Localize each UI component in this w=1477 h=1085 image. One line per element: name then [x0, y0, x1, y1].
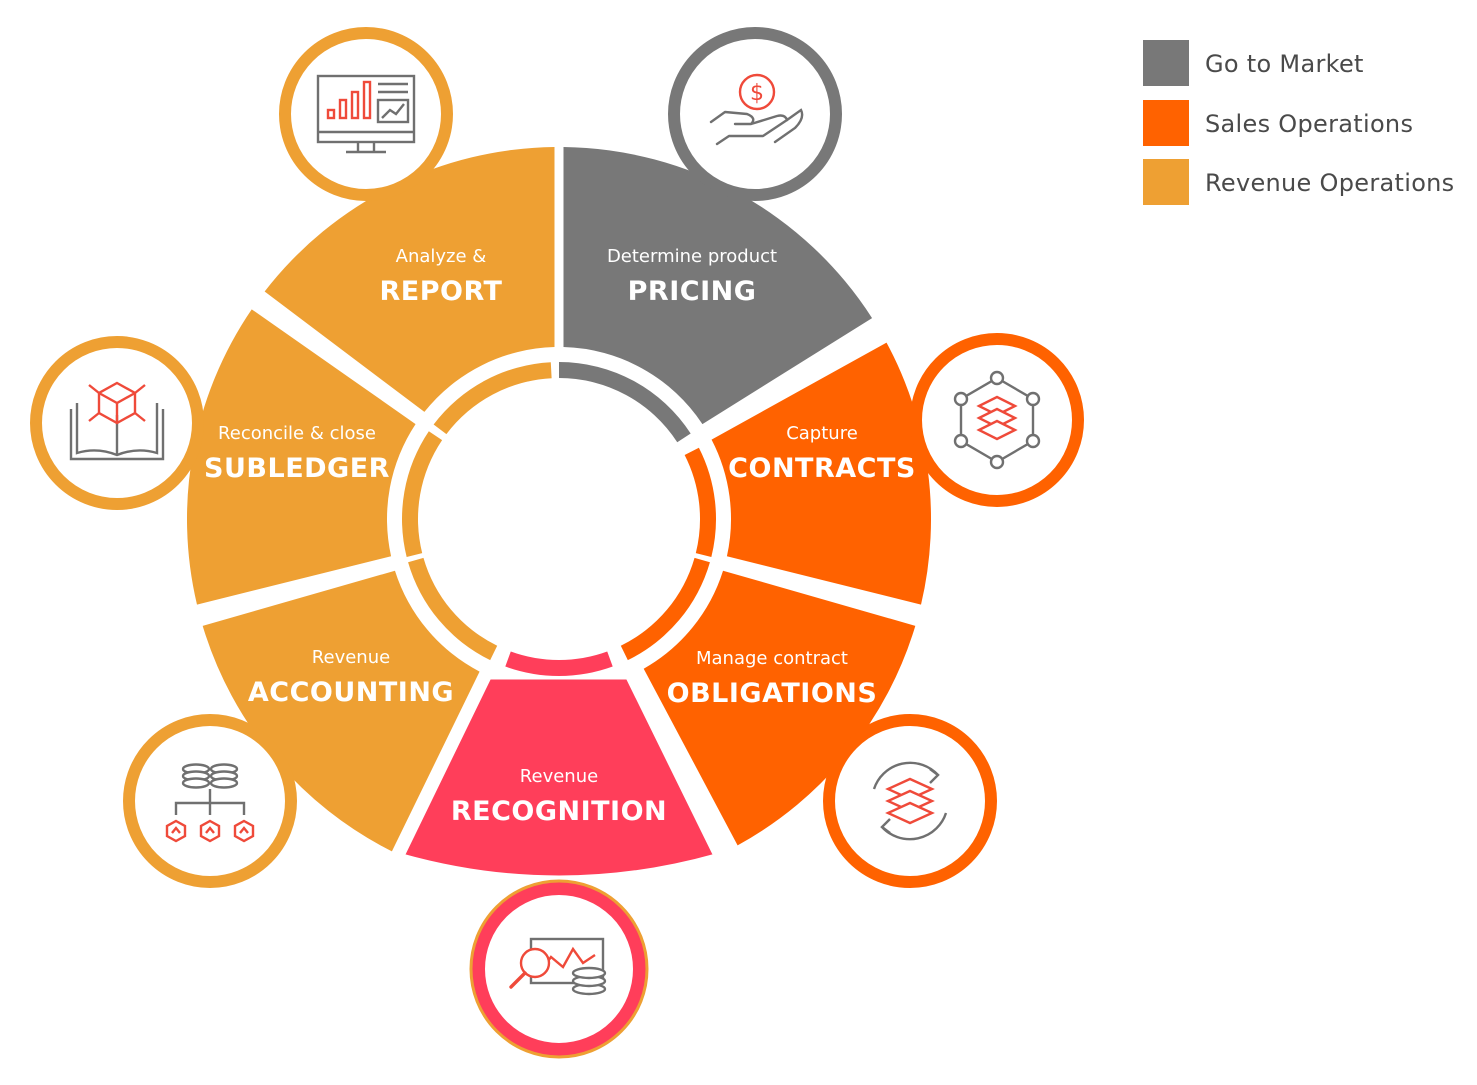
accounting-subtitle: Revenue [312, 647, 390, 668]
legend-item-revenue-operations: Revenue Operations [1143, 159, 1473, 205]
analytics-coins-icon [469, 879, 649, 1059]
segment-accounting [202, 570, 480, 852]
contracts-title: CONTRACTS [728, 453, 916, 484]
report-title: REPORT [380, 276, 503, 307]
svg-text:$: $ [750, 81, 764, 106]
segment-report [264, 147, 555, 412]
legend-item-go-to-market: Go to Market [1143, 40, 1473, 86]
segment-obligations [643, 570, 916, 846]
coins-hierarchy-icon [123, 714, 297, 888]
pricing-title: PRICING [628, 276, 757, 307]
legend-label: Go to Market [1205, 50, 1364, 78]
inner-ring-band [620, 557, 710, 661]
legend-label: Revenue Operations [1205, 169, 1455, 197]
subledger-title: SUBLEDGER [204, 453, 390, 484]
dollar-hand-icon: $ [668, 27, 842, 201]
legend-item-sales-operations: Sales Operations [1143, 100, 1473, 146]
segment-subledger [186, 309, 416, 605]
accounting-title: ACCOUNTING [248, 677, 454, 708]
subledger-subtitle: Reconcile & close [218, 423, 376, 444]
network-stack-icon [910, 333, 1084, 507]
inner-ring-band [433, 362, 552, 435]
pricing-subtitle: Determine product [607, 246, 777, 267]
inner-ring-band [408, 557, 498, 661]
segment-pricing [563, 147, 873, 425]
recognition-subtitle: Revenue [520, 766, 598, 787]
legend-label: Sales Operations [1205, 110, 1414, 138]
legend-swatch [1143, 40, 1189, 86]
inner-ring-band [684, 447, 716, 557]
report-subtitle: Analyze & [396, 246, 487, 267]
inner-ring-band [505, 651, 613, 676]
recognition-title: RECOGNITION [451, 796, 667, 827]
inner-ring-band [559, 362, 691, 443]
obligations-subtitle: Manage contract [696, 648, 848, 669]
inner-ring-band [402, 431, 443, 557]
cycle-stack-icon [823, 714, 997, 888]
segment-recognition [398, 674, 720, 881]
segment-contracts [711, 342, 931, 605]
obligations-title: OBLIGATIONS [667, 678, 878, 709]
legend-swatch [1143, 159, 1189, 205]
book-cube-icon [30, 336, 204, 510]
contracts-subtitle: Capture [786, 423, 858, 444]
legend-swatch [1143, 100, 1189, 146]
monitor-chart-icon [279, 27, 453, 201]
